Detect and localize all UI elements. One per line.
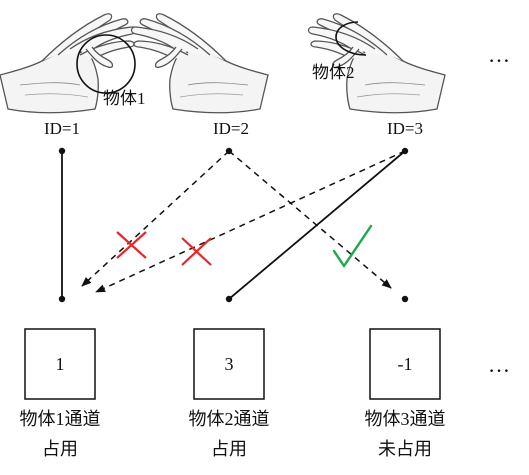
channel-box-3 [369, 328, 441, 400]
node-id1 [58, 147, 66, 155]
channel-value-3: -1 [398, 354, 413, 374]
channel-name-3: 物体3通道 [365, 409, 446, 429]
ellipsis-top: … [488, 42, 512, 67]
link-id2-channel3 [228, 150, 392, 289]
ellipsis-bottom: … [488, 352, 512, 377]
node-channel2 [225, 295, 233, 303]
channel-status-2: 占用 [211, 439, 247, 459]
cross-mark-1 [116, 231, 147, 259]
check-mark [332, 224, 373, 268]
channel-status-1: 占用 [42, 439, 78, 459]
node-channel3 [401, 295, 409, 303]
cross-mark-2 [181, 237, 212, 266]
link-id3-channel1 [95, 150, 406, 293]
node-id3 [401, 147, 409, 155]
channel-name-2: 物体2通道 [189, 409, 270, 429]
channel-value-1: 1 [56, 354, 65, 374]
channel-box-2 [193, 328, 265, 400]
hand-illustration-2 [130, 13, 269, 114]
channel-name-1: 物体1通道 [20, 409, 101, 429]
id-label-3: ID=3 [387, 119, 423, 138]
node-id2 [225, 147, 233, 155]
object-2-label: 物体2 [312, 63, 355, 82]
object-1-circle [76, 34, 136, 94]
channel-box-1 [24, 328, 96, 400]
link-id2-channel1 [81, 150, 230, 287]
object-2-arc [335, 21, 367, 56]
id-label-1: ID=1 [44, 119, 80, 138]
id-label-2: ID=2 [213, 119, 249, 138]
object-1-label: 物体1 [103, 89, 146, 108]
channel-status-3: 未占用 [378, 439, 432, 459]
channel-value-2: 3 [225, 354, 234, 374]
node-channel1 [58, 295, 66, 303]
